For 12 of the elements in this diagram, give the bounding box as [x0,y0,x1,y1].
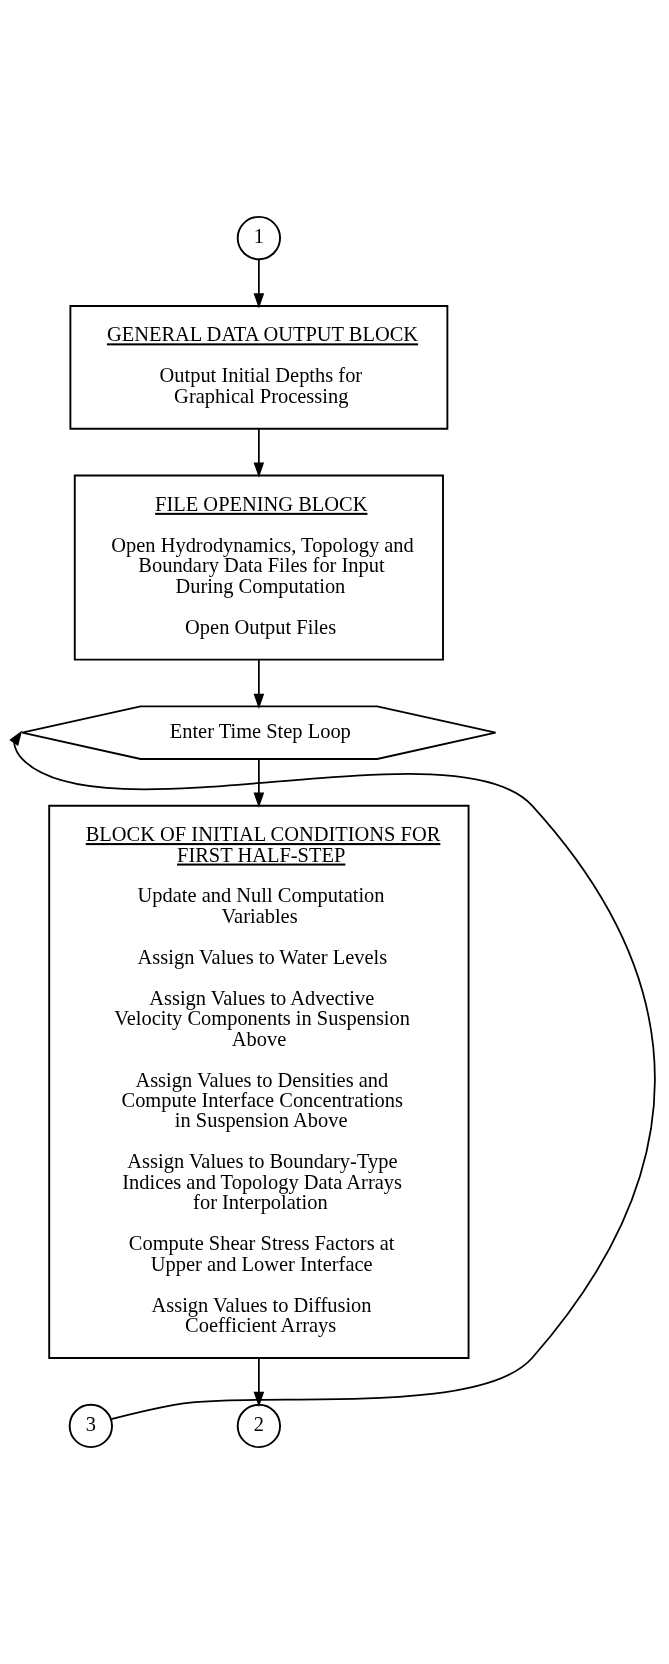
arrow [253,1357,265,1407]
node-box: FILE OPENING BLOCK Open Hydrodynamics, Topology and Boundary Data Files for Input During Computation Open Output Files [73,474,444,661]
node-circle: 1 [236,215,281,261]
node-box: BLOCK OF INITIAL CONDITIONS FOR FIRST HALF-STEP Update and Null Computation Variables Assign Values to Water Levels Assign Values to Advective Velocity Components in Suspension Above Assign Values to Densities and Compute Interface Concentrations in Suspension Above Assign Values to Boundary-Type Indices and Topology Data Arrays for Interpolation Compute Shear Stress Factors at Upper and Lower Interface Assign Values to Diffusion Coefficient Arrays [48,804,470,1359]
node-circle: 3 [68,1403,113,1449]
node-circle: 2 [236,1403,281,1449]
arrow [9,730,656,1420]
arrow [253,258,265,309]
arrow [253,758,265,808]
arrow [253,659,265,709]
arrow [253,428,265,478]
node-box: GENERAL DATA OUTPUT BLOCK Output Initial Depths for Graphical Processing [69,305,449,430]
